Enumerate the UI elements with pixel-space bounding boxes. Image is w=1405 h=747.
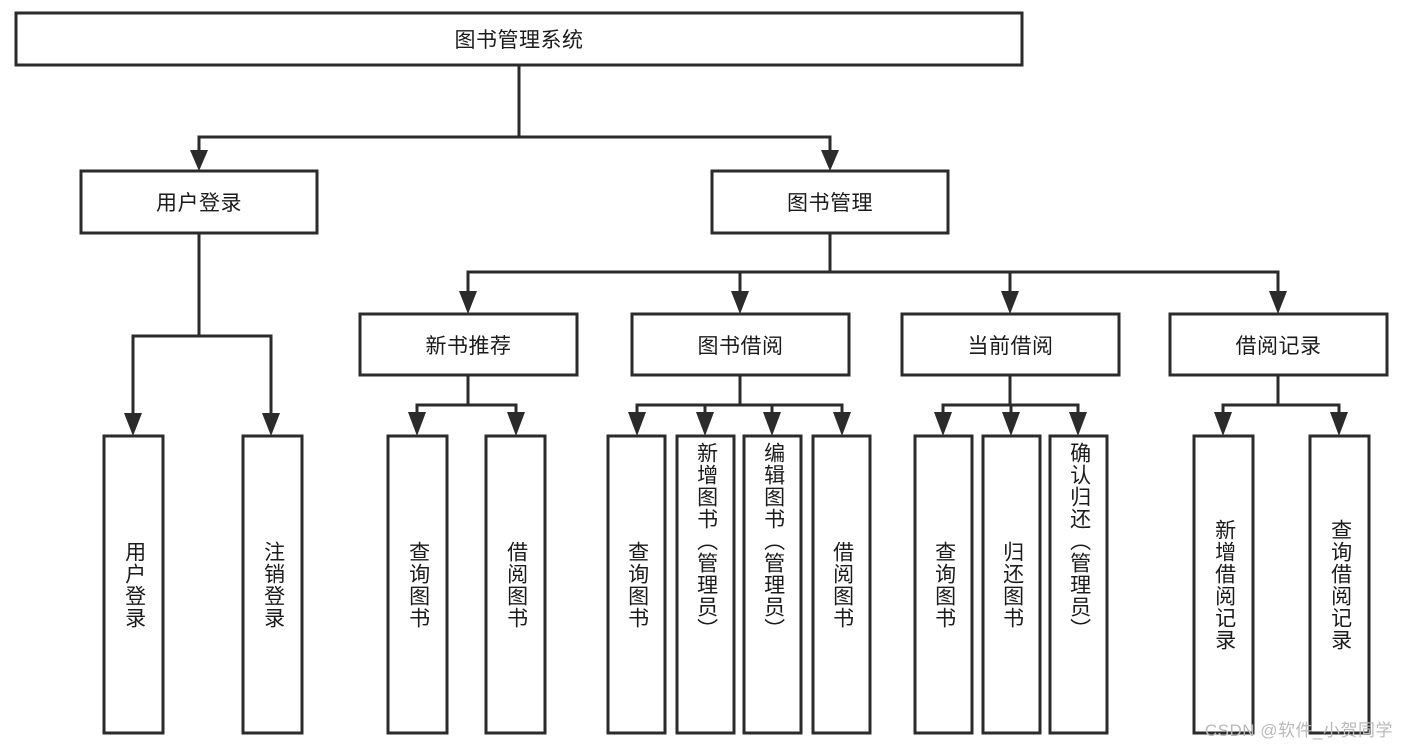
arrowhead-bookmgmt <box>821 150 839 171</box>
arrowhead-newbook <box>459 291 477 314</box>
arrowhead-login <box>190 150 208 171</box>
node-box-current[interactable] <box>900 312 1121 377</box>
node-box-leaf-6[interactable] <box>675 434 736 735</box>
node-box-leaf-9[interactable] <box>913 434 974 735</box>
watermark-text: CSDN @软件_小贺同学 <box>1204 721 1393 740</box>
arrowhead-records <box>1269 291 1287 314</box>
node-box-leaf-13[interactable] <box>1308 434 1371 735</box>
node-box-leaf-12[interactable] <box>1192 434 1255 735</box>
arrowhead-leaf-7 <box>763 412 781 436</box>
arrowhead-leaf-1 <box>124 413 142 436</box>
node-box-leaf-1[interactable] <box>102 434 165 735</box>
connector-group <box>124 63 1348 436</box>
arrowhead-leaf-4 <box>507 412 525 436</box>
node-box-group <box>14 11 1389 735</box>
arrowhead-leaf-10 <box>1002 412 1020 436</box>
arrowhead-borrow <box>731 291 749 314</box>
arrowhead-leaf-13 <box>1330 412 1348 436</box>
node-box-leaf-8[interactable] <box>811 434 872 735</box>
arrowhead-current <box>1001 291 1019 314</box>
node-box-borrow[interactable] <box>630 312 851 377</box>
node-box-leaf-11[interactable] <box>1048 434 1109 735</box>
node-box-leaf-5[interactable] <box>606 434 667 735</box>
node-box-records[interactable] <box>1168 312 1389 377</box>
arrowhead-leaf-3 <box>408 412 426 436</box>
node-box-leaf-10[interactable] <box>981 434 1042 735</box>
node-box-login[interactable] <box>79 169 319 235</box>
node-box-leaf-4[interactable] <box>484 434 547 735</box>
arrowhead-leaf-6 <box>696 412 714 436</box>
arrowhead-leaf-8 <box>833 412 851 436</box>
node-box-newbook[interactable] <box>358 312 579 377</box>
arrowhead-leaf-11 <box>1069 412 1087 436</box>
arrowhead-leaf-5 <box>628 412 646 436</box>
arrowhead-leaf-2 <box>262 413 280 436</box>
node-box-leaf-2[interactable] <box>241 434 304 735</box>
arrowhead-leaf-12 <box>1214 412 1232 436</box>
node-box-leaf-3[interactable] <box>386 434 449 735</box>
node-box-root[interactable] <box>14 11 1024 67</box>
node-box-leaf-7[interactable] <box>742 434 803 735</box>
arrowhead-leaf-9 <box>934 412 952 436</box>
node-box-bookmgmt[interactable] <box>710 169 950 235</box>
